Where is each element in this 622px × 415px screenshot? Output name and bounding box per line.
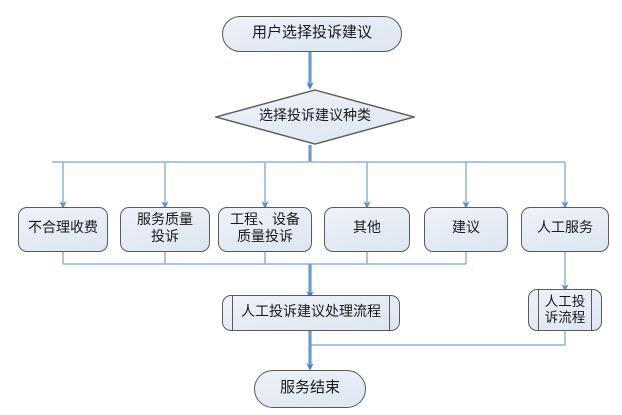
node-end[interactable]: 服务结束 — [254, 370, 366, 408]
diamond-outline — [215, 89, 415, 145]
node-process-side-label: 人工投 诉流程 — [544, 294, 586, 325]
node-start-label: 用户选择投诉建议 — [251, 25, 372, 42]
node-start[interactable]: 用户选择投诉建议 — [222, 16, 402, 52]
node-option-6[interactable]: 人工服务 — [521, 207, 609, 252]
node-process-main[interactable]: 人工投诉建议处理流程 — [222, 295, 400, 331]
node-process-main-label: 人工投诉建议处理流程 — [241, 304, 381, 320]
node-option-1-label: 不合理收费 — [28, 221, 98, 237]
node-process-side[interactable]: 人工投 诉流程 — [528, 289, 602, 331]
predefined-process-side-right-bar — [590, 290, 592, 330]
predefined-process-left-bar — [232, 296, 234, 330]
node-option-2-label: 服务质量 投诉 — [137, 212, 193, 245]
node-end-label: 服务结束 — [279, 380, 340, 397]
predefined-process-right-bar — [388, 296, 390, 330]
predefined-process-side-left-bar — [538, 290, 540, 330]
node-option-5[interactable]: 建议 — [424, 207, 508, 252]
node-option-6-label: 人工服务 — [537, 221, 593, 237]
node-option-4-label: 其他 — [353, 221, 381, 237]
node-option-5-label: 建议 — [452, 221, 480, 237]
node-option-2[interactable]: 服务质量 投诉 — [120, 207, 210, 252]
node-decision[interactable]: 选择投诉建议种类 — [215, 89, 415, 145]
edge-process-side-to-end — [310, 330, 566, 346]
node-option-4[interactable]: 其他 — [324, 207, 410, 252]
node-option-3[interactable]: 工程、设备 质量投诉 — [218, 207, 312, 252]
node-decision-label: 选择投诉建议种类 — [259, 108, 371, 124]
node-option-3-label: 工程、设备 质量投诉 — [230, 212, 300, 245]
node-option-1[interactable]: 不合理收费 — [18, 207, 108, 252]
